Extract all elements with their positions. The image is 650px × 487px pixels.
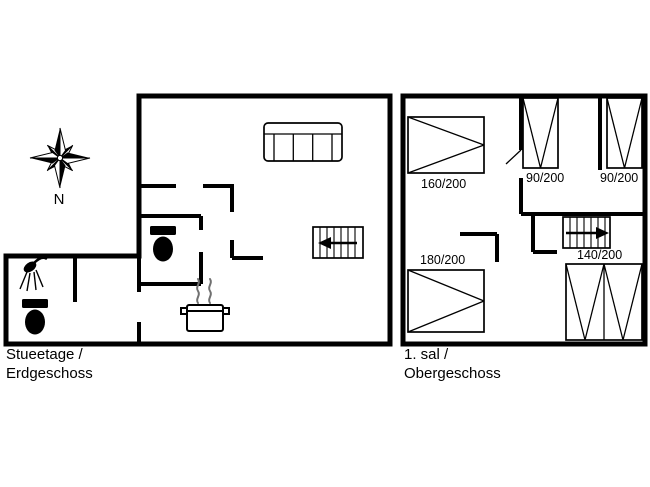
bed-size-label: 160/200 (421, 177, 466, 191)
bed-160x200-icon (407, 116, 485, 174)
ground-floor-label-line1: Stueetage / (6, 346, 84, 363)
bed-90x200-right-icon (606, 97, 643, 169)
compass-north-label: N (54, 191, 65, 208)
upper-floor-label-line2: Obergeschoss (404, 365, 501, 382)
stairs-icon-upper (562, 216, 611, 249)
bed-140x200-icon (565, 263, 643, 341)
door-leaf-line (505, 149, 522, 165)
bed-size-label: 140/200 (577, 248, 622, 262)
shower-icon (19, 256, 48, 292)
cooking-pot-icon (180, 278, 230, 332)
upper-floor-plan: 160/200 90/200 90/200 (400, 93, 648, 347)
ground-floor-plan (3, 93, 393, 347)
ground-floor-label-line2: Erdgeschoss (6, 365, 93, 382)
upper-floor-interior-walls (460, 96, 645, 262)
bed-size-label: 180/200 (420, 253, 465, 267)
bed-size-label: 90/200 (600, 171, 638, 185)
bed-90x200-left-icon (522, 97, 559, 169)
ground-floor-interior-walls (73, 184, 263, 344)
stairs-icon-ground (312, 226, 364, 259)
stairs-direction-arrow-right (566, 227, 609, 239)
steam-icon (196, 278, 212, 304)
bed-size-label: 90/200 (526, 171, 564, 185)
upper-floor-label-line1: 1. sal / (404, 346, 449, 363)
compass-icon (29, 127, 91, 189)
bed-180x200-icon (407, 269, 485, 333)
stairs-direction-arrow-left (318, 237, 357, 249)
sofa-icon (263, 122, 343, 162)
